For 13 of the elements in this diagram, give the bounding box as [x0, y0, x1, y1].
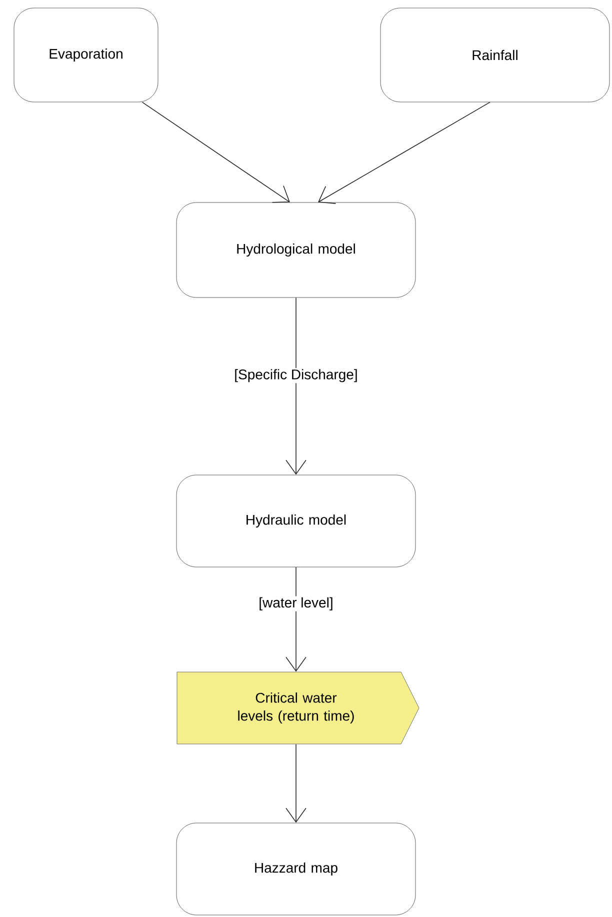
- signal-flag-box: Critical water levels (return time): [176, 672, 420, 744]
- arrow: [142, 102, 290, 203]
- arrow: [286, 297, 306, 475]
- arrow: [318, 102, 490, 204]
- arrow: [286, 566, 306, 672]
- process-box: Hazzard map: [176, 822, 416, 916]
- edge-label: [Specific Discharge]: [233, 368, 359, 384]
- process-box: Rainfall: [380, 8, 610, 102]
- edge-label: [water level]: [258, 596, 334, 612]
- arrow: [286, 744, 306, 823]
- process-box: Hydraulic model: [176, 474, 416, 568]
- process-box: Evaporation: [14, 8, 158, 102]
- process-box: Hydrological model: [176, 202, 416, 298]
